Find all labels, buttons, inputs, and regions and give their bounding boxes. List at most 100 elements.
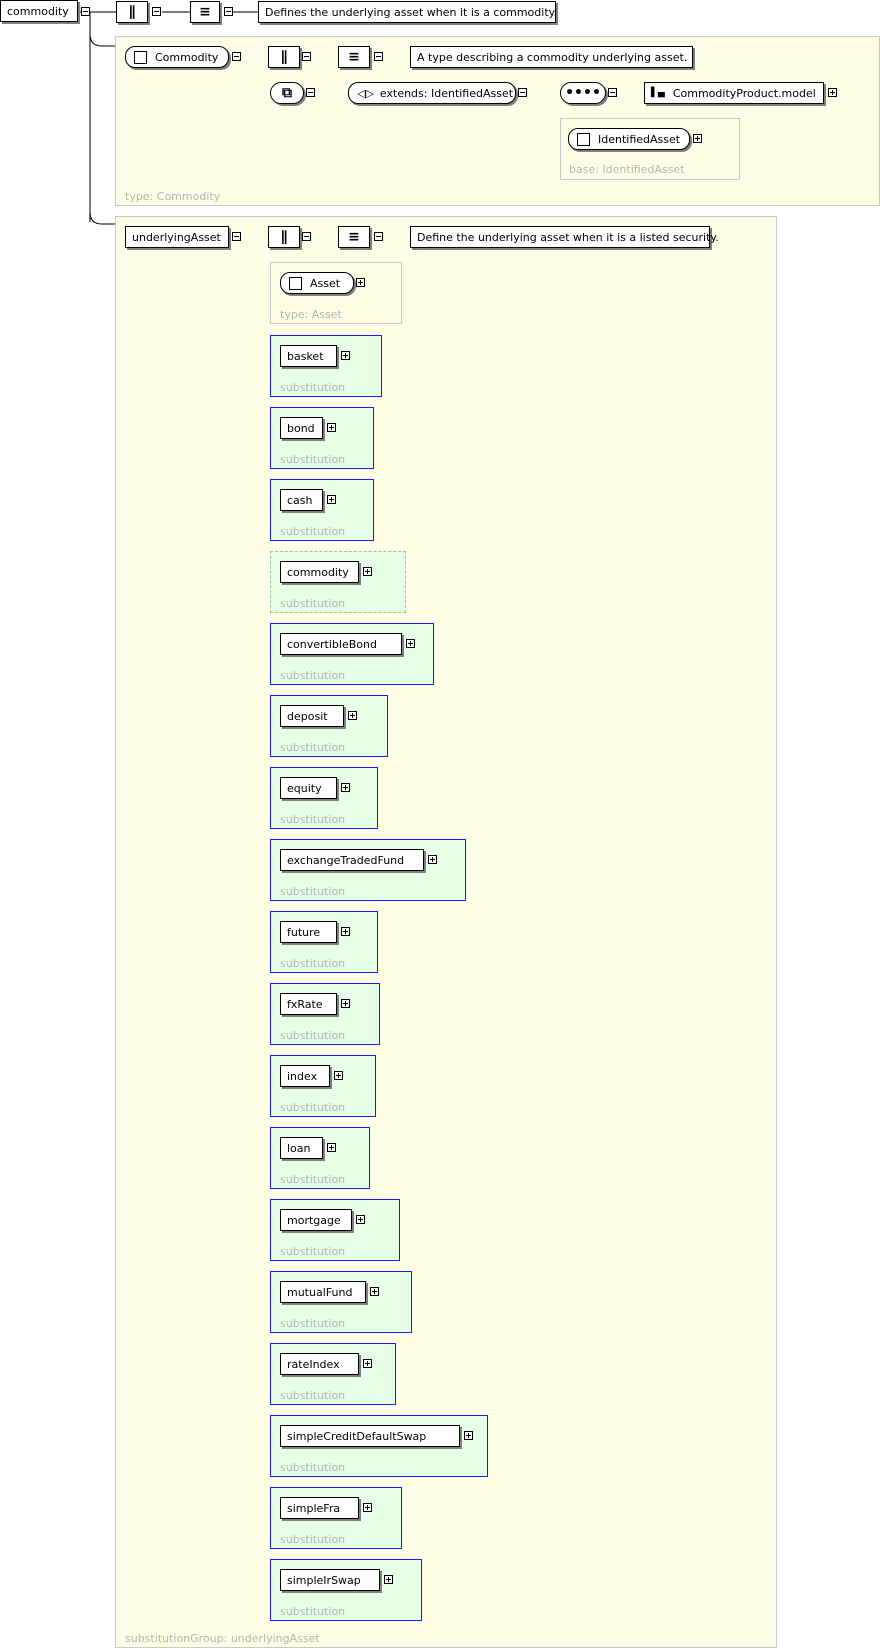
collapse-toggle[interactable]: [224, 7, 233, 16]
substitution-element[interactable]: future: [280, 921, 337, 943]
base-panel: [560, 118, 740, 180]
substitution-element-label: convertibleBond: [287, 637, 377, 651]
substitution-caption: substitution: [280, 381, 346, 394]
expand-toggle[interactable]: [363, 567, 372, 576]
substitution-element[interactable]: basket: [280, 345, 337, 367]
substitution-element-label: simpleIrSwap: [287, 1573, 361, 1587]
substitution-element[interactable]: equity: [280, 777, 337, 799]
group-icon: ▌▄: [651, 88, 665, 98]
substitution-element[interactable]: commodity: [280, 561, 359, 583]
doc-text: Defines the underlying asset when it is …: [258, 1, 557, 23]
expand-toggle[interactable]: [334, 1071, 343, 1080]
collapse-toggle[interactable]: [518, 88, 527, 97]
substitution-element-label: fxRate: [287, 997, 323, 1011]
doc-text: Define the underlying asset when it is a…: [410, 226, 719, 248]
expand-toggle[interactable]: [363, 1503, 372, 1512]
expand-toggle[interactable]: [348, 711, 357, 720]
element-label: commodity: [7, 4, 69, 18]
substitution-element-label: bond: [287, 421, 315, 435]
collapse-toggle[interactable]: [152, 7, 161, 16]
substitution-element[interactable]: index: [280, 1065, 330, 1087]
annotation-icon[interactable]: ∥: [268, 46, 300, 68]
expand-toggle[interactable]: [406, 639, 415, 648]
substitution-caption: substitution: [280, 741, 346, 754]
expand-toggle[interactable]: [327, 423, 336, 432]
collapse-toggle[interactable]: [374, 232, 383, 241]
substitution-caption: substitution: [280, 669, 346, 682]
substitution-element[interactable]: mortgage: [280, 1209, 352, 1231]
substitution-element[interactable]: bond: [280, 417, 323, 439]
substitution-element[interactable]: cash: [280, 489, 323, 511]
extends-node[interactable]: ◁▷ extends: IdentifiedAsset: [348, 82, 516, 104]
substitution-element[interactable]: exchangeTradedFund: [280, 849, 424, 871]
expand-toggle[interactable]: [370, 1287, 379, 1296]
checkbox-icon: [134, 50, 147, 64]
annotation-icon[interactable]: ∥: [116, 1, 148, 23]
underlying-asset-panel: [115, 216, 777, 1648]
collapse-toggle[interactable]: [302, 52, 311, 61]
checkbox-icon: [289, 276, 302, 290]
expand-toggle[interactable]: [828, 88, 837, 97]
expand-toggle[interactable]: [341, 927, 350, 936]
substitution-element[interactable]: deposit: [280, 705, 344, 727]
substitution-element[interactable]: mutualFund: [280, 1281, 366, 1303]
expand-toggle[interactable]: [356, 278, 365, 287]
expand-toggle[interactable]: [356, 1215, 365, 1224]
element-identified-asset[interactable]: IdentifiedAsset: [568, 128, 690, 150]
documentation-icon[interactable]: ≡: [338, 226, 370, 248]
element-asset[interactable]: Asset: [280, 272, 354, 294]
expand-toggle[interactable]: [428, 855, 437, 864]
substitution-element[interactable]: rateIndex: [280, 1353, 359, 1375]
substitution-caption: substitution: [280, 1173, 346, 1186]
checkbox-icon: [577, 132, 590, 146]
substitution-element[interactable]: fxRate: [280, 993, 337, 1015]
substitution-element[interactable]: simpleCreditDefaultSwap: [280, 1425, 460, 1447]
collapse-toggle[interactable]: [608, 88, 617, 97]
element-commodity[interactable]: commodity: [0, 0, 78, 22]
substitution-element[interactable]: simpleIrSwap: [280, 1569, 380, 1591]
expand-toggle[interactable]: [341, 351, 350, 360]
element-commodity-type[interactable]: Commodity: [125, 46, 229, 68]
substitution-element-label: simpleFra: [287, 1501, 341, 1515]
expand-toggle[interactable]: [341, 783, 350, 792]
expand-toggle[interactable]: [327, 495, 336, 504]
substitution-element-label: rateIndex: [287, 1357, 340, 1371]
substitution-element-label: loan: [287, 1141, 311, 1155]
sequence-icon[interactable]: ⧉: [270, 82, 304, 104]
collapse-toggle[interactable]: [232, 232, 241, 241]
group-ref-commodity-product-model[interactable]: ▌▄ CommodityProduct.model: [644, 82, 824, 104]
collapse-toggle[interactable]: [81, 7, 90, 16]
expand-toggle[interactable]: [341, 999, 350, 1008]
expand-toggle[interactable]: [693, 134, 702, 143]
collapse-toggle[interactable]: [374, 52, 383, 61]
substitution-caption: substitution: [280, 1245, 346, 1258]
substitution-group-caption: substitutionGroup: underlyingAsset: [125, 1632, 320, 1645]
substitution-caption: substitution: [280, 453, 346, 466]
substitution-element[interactable]: convertibleBond: [280, 633, 402, 655]
substitution-element-label: exchangeTradedFund: [287, 853, 405, 867]
substitution-caption: substitution: [280, 885, 346, 898]
expand-toggle[interactable]: [327, 1143, 336, 1152]
expand-toggle[interactable]: [464, 1431, 473, 1440]
substitution-element[interactable]: simpleFra: [280, 1497, 359, 1519]
type-caption: type: Commodity: [125, 190, 221, 203]
documentation-icon[interactable]: ≡: [190, 1, 220, 23]
collapse-toggle[interactable]: [306, 88, 315, 97]
substitution-caption: substitution: [280, 1605, 346, 1618]
substitution-caption: substitution: [280, 813, 346, 826]
expand-toggle[interactable]: [384, 1575, 393, 1584]
annotation-icon[interactable]: ∥: [268, 226, 300, 248]
collapse-toggle[interactable]: [302, 232, 311, 241]
substitution-caption: substitution: [280, 1317, 346, 1330]
collapse-toggle[interactable]: [232, 52, 241, 61]
doc-text: A type describing a commodity underlying…: [410, 46, 693, 68]
substitution-element[interactable]: loan: [280, 1137, 323, 1159]
element-underlying-asset[interactable]: underlyingAsset: [125, 226, 229, 248]
substitution-caption: substitution: [280, 1461, 346, 1474]
expand-toggle[interactable]: [363, 1359, 372, 1368]
sequence-compositor-icon[interactable]: ••••: [560, 82, 606, 104]
documentation-icon[interactable]: ≡: [338, 46, 370, 68]
substitution-caption: substitution: [280, 957, 346, 970]
asset-type-caption: type: Asset: [280, 308, 342, 321]
substitution-element-label: simpleCreditDefaultSwap: [287, 1429, 427, 1443]
